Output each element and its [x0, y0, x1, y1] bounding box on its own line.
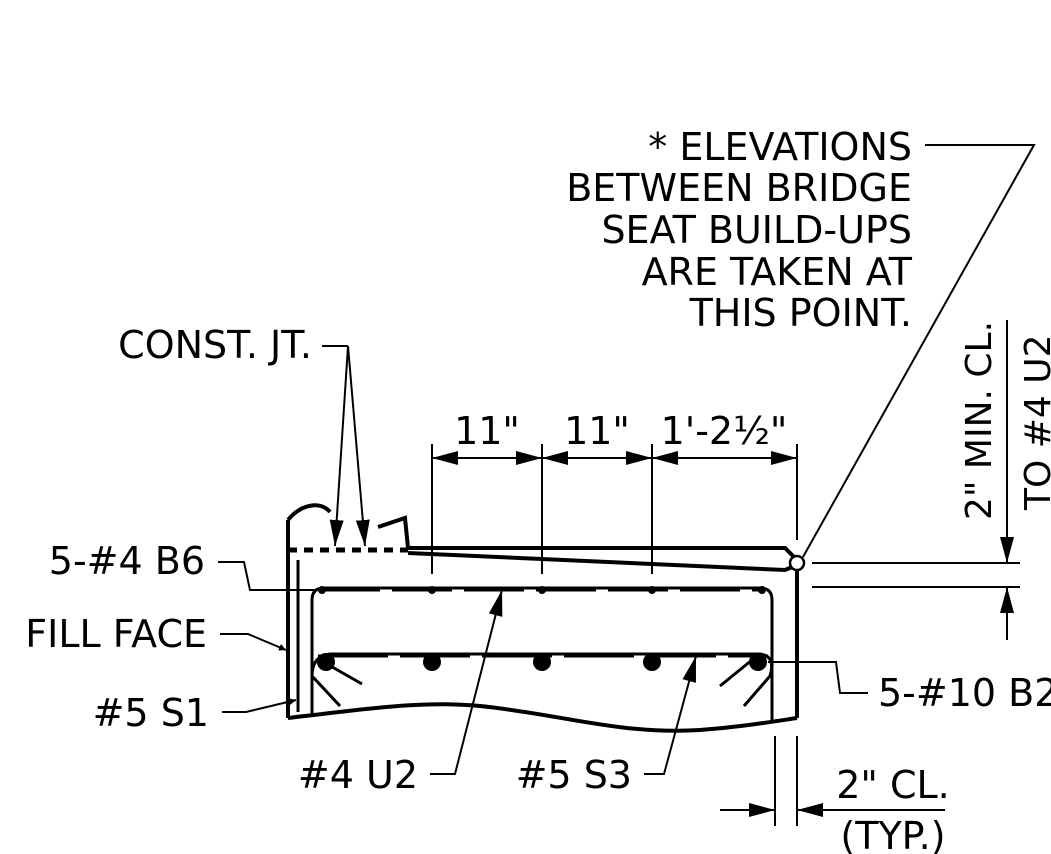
- dimension-spacing-1: 11": [454, 409, 520, 453]
- fill-face-label: FILL FACE: [25, 612, 207, 656]
- b6-leader: [218, 561, 318, 591]
- s3-bar-label: #5 S3: [516, 753, 632, 797]
- b6-bars-label: 5-#4 B6: [49, 539, 205, 583]
- s1-leader: [222, 698, 297, 713]
- spacing-dimensions: [431, 444, 798, 574]
- const-jt-leaders: [322, 345, 370, 547]
- elevation-note-line-1: * ELEVATIONS: [648, 125, 912, 169]
- reinforcing-bars: [296, 560, 774, 720]
- b2-bars-label: 5-#10 B2: [878, 671, 1051, 715]
- s3-leader: [644, 655, 697, 775]
- u2-bar-label: #4 U2: [298, 753, 418, 797]
- s1-bar-label: #5 S1: [93, 691, 209, 735]
- const-jt-label: CONST. JT.: [118, 323, 312, 367]
- bottom-clearance-dimension: [720, 736, 945, 826]
- b2-leader: [768, 661, 868, 694]
- fill-face-leader: [220, 633, 287, 651]
- vertical-clearance-label-1: 2" MIN. CL.: [959, 321, 1000, 520]
- elevation-note-line-4: ARE TAKEN AT: [642, 250, 913, 294]
- dimension-spacing-2: 11": [564, 409, 630, 453]
- elevation-note-line-2: BETWEEN BRIDGE: [566, 166, 912, 210]
- bottom-clearance-label-2: (TYP.): [840, 814, 945, 854]
- elevation-note: * ELEVATIONS BETWEEN BRIDGE SEAT BUILD-U…: [566, 125, 1036, 572]
- vertical-clearance-label-2: TO #4 U2: [1018, 334, 1051, 511]
- bottom-clearance-label-1: 2" CL.: [836, 763, 950, 807]
- vertical-clearance-dimension: [812, 320, 1020, 640]
- u2-leader: [430, 589, 503, 775]
- elevation-point-marker: [788, 554, 806, 572]
- elevation-note-line-3: SEAT BUILD-UPS: [601, 208, 912, 252]
- dimension-spacing-3: 1'-2½": [661, 409, 788, 453]
- elevation-note-line-5: THIS POINT.: [689, 291, 912, 335]
